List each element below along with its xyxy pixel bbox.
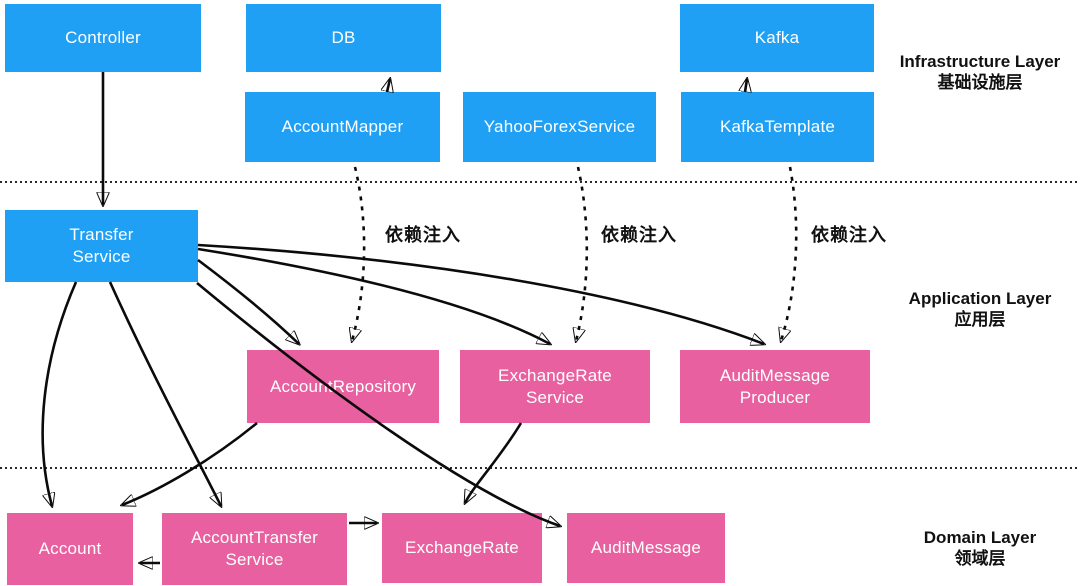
edge-kafka-template-to-kafka: [745, 79, 747, 92]
node-account-repository: AccountRepository: [247, 350, 439, 423]
edge-transfer-service-to-exchange-rate-service: [197, 247, 550, 344]
node-audit-message: AuditMessage: [567, 513, 725, 583]
node-account-mapper: AccountMapper: [245, 92, 440, 162]
edge-transfer-service-to-account: [41, 281, 78, 506]
caption-application-layer-en: Application Layer: [908, 289, 1052, 308]
edge-label-dependency-injection-1: 依赖注入: [385, 225, 461, 245]
caption-domain-layer-en: Domain Layer: [923, 528, 1037, 547]
node-kafka-template: KafkaTemplate: [681, 92, 874, 162]
caption-application-layer: Application Layer 应用层: [880, 288, 1080, 330]
edge-transfer-service-to-account-transfer-service: [108, 281, 221, 506]
node-exchange-rate-service: ExchangeRate Service: [460, 350, 650, 423]
node-db: DB: [246, 4, 441, 72]
edge-label-dependency-injection-3: 依赖注入: [811, 225, 887, 245]
caption-infrastructure-layer: Infrastructure Layer 基础设施层: [880, 51, 1080, 93]
edge-yahoo-forex-service-to-exchange-rate-service-dashed: [576, 166, 589, 341]
edge-exchange-rate-service-to-exchange-rate: [465, 422, 523, 503]
caption-domain-layer: Domain Layer 领域层: [880, 527, 1080, 569]
caption-application-layer-zh: 应用层: [954, 310, 1006, 329]
node-yahoo-forex-service: YahooForexService: [463, 92, 656, 162]
node-audit-message-producer: AuditMessage Producer: [680, 350, 870, 423]
node-exchange-rate: ExchangeRate: [382, 513, 542, 583]
caption-domain-layer-zh: 领域层: [954, 549, 1006, 568]
node-account: Account: [7, 513, 133, 585]
edge-account-repository-to-account: [122, 421, 258, 505]
node-controller: Controller: [5, 4, 201, 72]
node-account-transfer-service: AccountTransfer Service: [162, 513, 347, 585]
edge-kafka-template-to-audit-message-producer-dashed: [781, 166, 798, 341]
edge-label-dependency-injection-2: 依赖注入: [601, 225, 677, 245]
edge-transfer-service-to-account-repository: [197, 258, 299, 344]
edge-account-mapper-to-account-repository-dashed: [352, 166, 366, 341]
caption-infrastructure-layer-zh: 基础设施层: [937, 73, 1023, 92]
caption-infrastructure-layer-en: Infrastructure Layer: [899, 52, 1061, 71]
edge-account-mapper-to-db: [387, 79, 390, 92]
node-transfer-service: Transfer Service: [5, 210, 198, 282]
node-kafka: Kafka: [680, 4, 874, 72]
edge-transfer-service-to-audit-message-producer: [197, 243, 764, 344]
